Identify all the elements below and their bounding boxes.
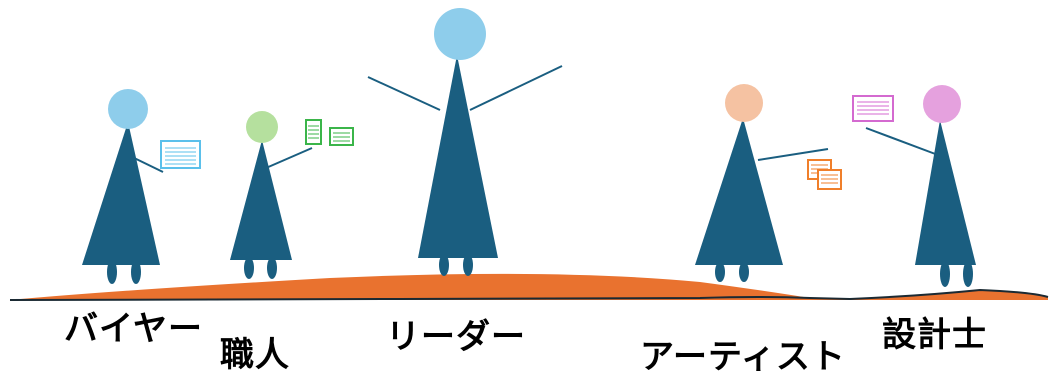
label-leader: リーダー — [386, 317, 526, 357]
body — [915, 120, 976, 265]
foot — [131, 260, 141, 284]
foot — [463, 254, 473, 276]
foot — [715, 262, 725, 282]
document-icon — [329, 127, 354, 146]
body — [230, 140, 292, 260]
document-icon — [852, 95, 894, 122]
figure-craftsman — [230, 111, 354, 279]
body — [695, 118, 783, 265]
label-craftsman: 職人 — [220, 335, 290, 375]
arm — [367, 76, 441, 111]
foot — [244, 257, 254, 279]
label-buyer: バイヤー — [64, 309, 203, 349]
arm — [265, 147, 313, 169]
head — [108, 89, 148, 129]
figure-designer — [852, 85, 976, 287]
figure-buyer — [82, 89, 201, 284]
ground — [10, 273, 1048, 300]
document-icon — [160, 140, 201, 169]
body — [418, 55, 498, 258]
head — [725, 84, 763, 122]
foot — [940, 261, 950, 287]
head — [434, 8, 486, 60]
head — [923, 85, 961, 123]
figure-leader — [367, 8, 563, 276]
foot — [739, 262, 749, 282]
head — [246, 111, 278, 143]
foot — [267, 257, 277, 279]
foot — [107, 260, 117, 284]
arm — [865, 127, 939, 156]
figure-artist — [695, 84, 842, 282]
document-icon — [305, 119, 322, 145]
label-artist: アーティスト — [640, 337, 846, 377]
foot — [439, 254, 449, 276]
foot — [963, 261, 973, 287]
body — [82, 122, 160, 265]
arm — [757, 148, 829, 161]
document-stack-icon — [807, 159, 842, 190]
label-designer: 設計士 — [882, 315, 987, 355]
ground-outline — [9, 288, 1049, 301]
arm — [469, 65, 563, 111]
